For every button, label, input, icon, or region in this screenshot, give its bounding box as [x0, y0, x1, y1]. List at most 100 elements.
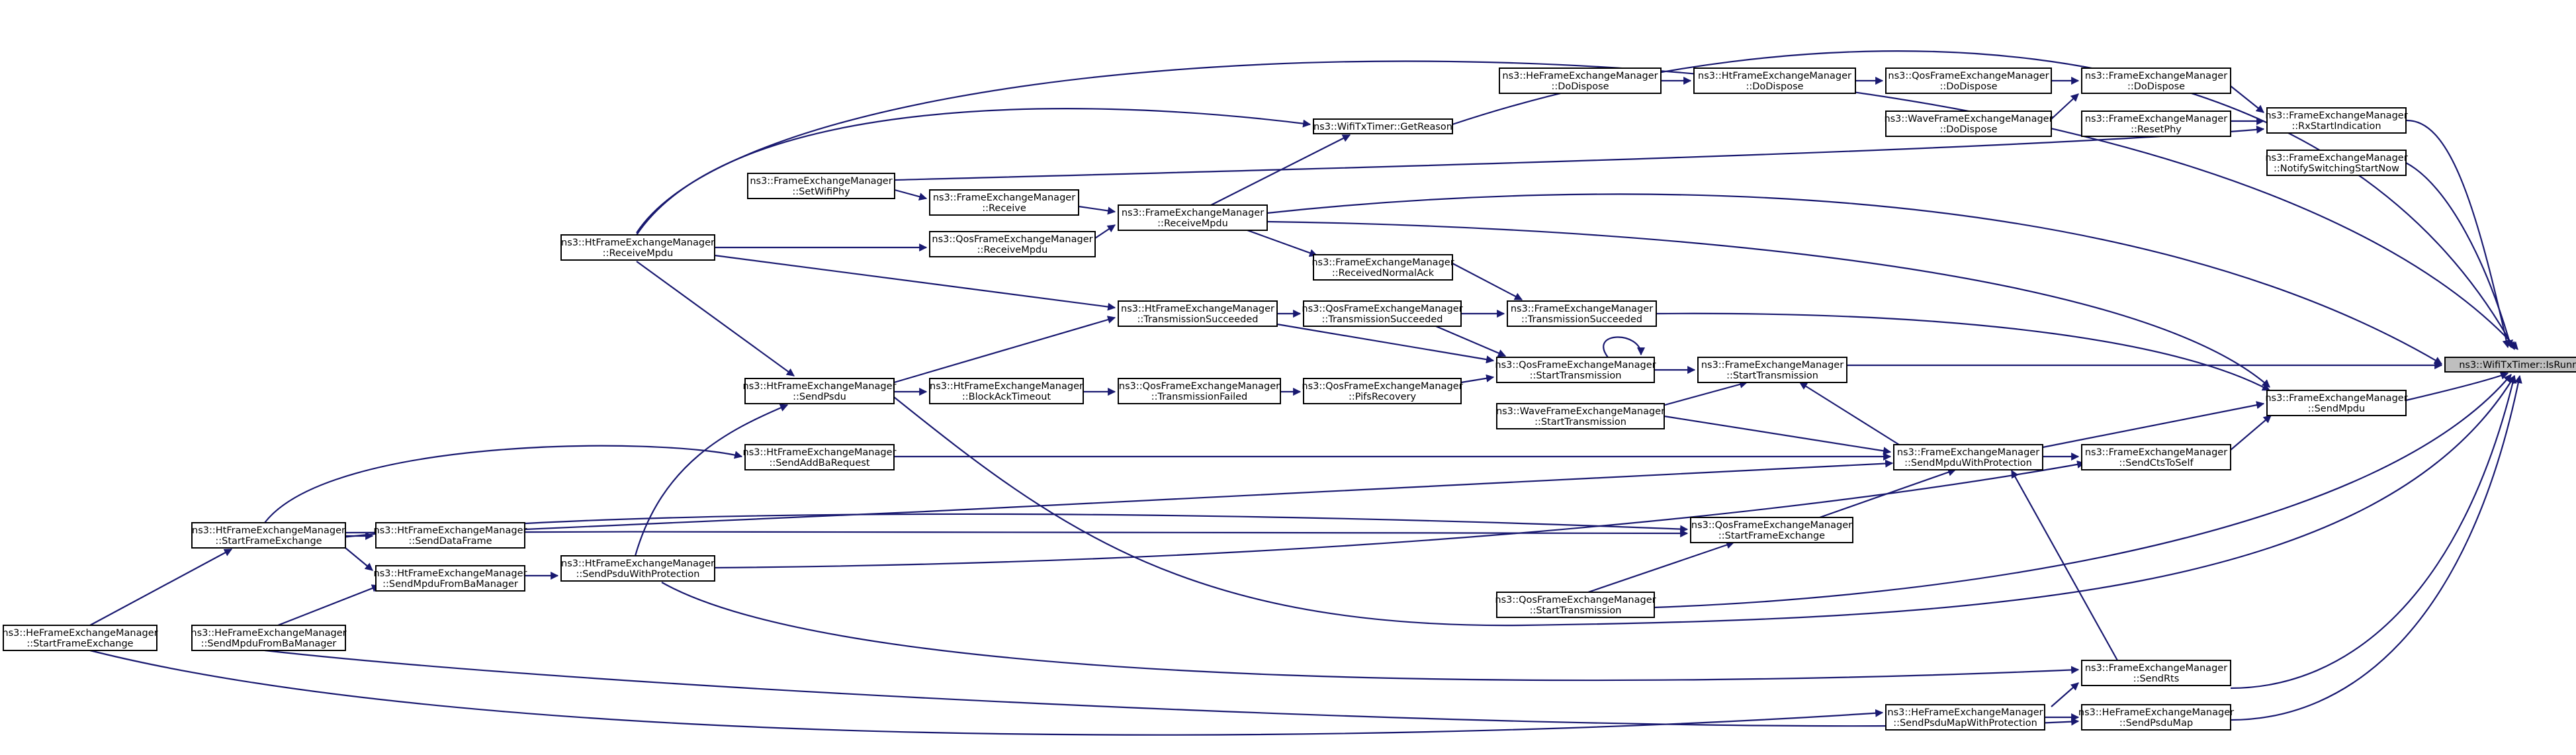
graph-node-qosfem-txsucceeded[interactable]: ns3::QosFrameExchangeManager::Transmissi…: [1302, 300, 1463, 327]
graph-node-fem-dodispose[interactable]: ns3::FrameExchangeManager::DoDispose: [2081, 67, 2231, 94]
node-label: ns3::QosFrameExchangeManager: [1119, 381, 1280, 392]
node-label: ns3::HeFrameExchangeManager: [1502, 71, 1658, 81]
graph-node-fem-sendrts[interactable]: ns3::FrameExchangeManager::SendRts: [2081, 660, 2231, 686]
call-edge: [1435, 325, 1507, 357]
node-box: [191, 522, 346, 549]
graph-node-fem-notifyswitch[interactable]: ns3::FrameExchangeManager::NotifySwitchi…: [2265, 150, 2408, 176]
graph-node-fem-sendctstoself[interactable]: ns3::FrameExchangeManager::SendCtsToSelf: [2081, 444, 2231, 470]
node-label: ns3::WaveFrameExchangeManager: [1884, 114, 2053, 124]
graph-node-hefem-sendpsdumapwithprot[interactable]: ns3::HeFrameExchangeManager::SendPsduMap…: [1885, 704, 2045, 731]
node-label: ns3::FrameExchangeManager: [2265, 111, 2407, 121]
graph-node-htfem-sendmpdufromba[interactable]: ns3::HtFrameExchangeManager::SendMpduFro…: [374, 565, 527, 592]
call-edge: [345, 529, 1689, 538]
call-edge: [636, 108, 1311, 236]
graph-node-hefem-sendpsdumap[interactable]: ns3::HeFrameExchangeManager::SendPsduMap: [2078, 704, 2234, 731]
node-label: ::NotifySwitchingStartNow: [2274, 163, 2399, 174]
call-edge: [1247, 229, 1318, 257]
node-label: ns3::QosFrameExchangeManager: [1495, 360, 1656, 371]
graph-node-htfem-startframeexchange[interactable]: ns3::HtFrameExchangeManager::StartFrameE…: [191, 522, 346, 549]
node-box: [2081, 67, 2231, 94]
call-edge: [634, 404, 789, 556]
node-box: [744, 378, 895, 404]
node-box: [1690, 517, 1853, 543]
graph-node-fem-receivednormalack[interactable]: ns3::FrameExchangeManager::ReceivedNorma…: [1311, 254, 1454, 281]
graph-node-htfem-sendaddba[interactable]: ns3::HtFrameExchangeManager::SendAddBaRe…: [743, 444, 897, 470]
graph-node-qosfem-pifsrecovery[interactable]: ns3::QosFrameExchangeManager::PifsRecove…: [1302, 378, 1463, 404]
node-label: ::ResetPhy: [2131, 124, 2182, 135]
graph-node-htfem-receivempdu[interactable]: ns3::HtFrameExchangeManager::ReceiveMpdu: [560, 234, 715, 261]
node-label: ns3::HtFrameExchangeManager: [930, 381, 1083, 392]
node-label: ::DoDispose: [1939, 81, 1997, 92]
node-box: [1885, 111, 2052, 137]
graph-node-txtimer-getreason[interactable]: ns3::WifiTxTimer::GetReason: [1313, 118, 1453, 134]
call-edge: [1654, 374, 2512, 609]
graph-node-hefem-sendmpdufromba[interactable]: ns3::HeFrameExchangeManager::SendMpduFro…: [191, 625, 347, 651]
graph-node-fem-starttx[interactable]: ns3::FrameExchangeManager::StartTransmis…: [1697, 357, 1847, 383]
graph-node-qosfem-dodispose[interactable]: ns3::QosFrameExchangeManager::DoDispose: [1885, 67, 2052, 94]
graph-node-htfem-sendpsduwithprot[interactable]: ns3::HtFrameExchangeManager::SendPsduWit…: [560, 555, 715, 582]
graph-node-wavefem-starttx[interactable]: ns3::WaveFrameExchangeManager::StartTran…: [1496, 403, 1665, 429]
call-edge: [524, 459, 1894, 531]
graph-node-qosfem-starttx2[interactable]: ns3::QosFrameExchangeManager::StartTrans…: [1495, 592, 1656, 618]
node-box: [1885, 704, 2045, 731]
graph-node-hefem-startframeexchange[interactable]: ns3::HeFrameExchangeManager::StartFrameE…: [2, 625, 158, 651]
call-edge: [1664, 415, 1892, 455]
graph-node-qosfem-startframeexchange[interactable]: ns3::QosFrameExchangeManager::StartFrame…: [1690, 517, 1853, 543]
graph-node-htfem-senddataframe[interactable]: ns3::HtFrameExchangeManager::SendDataFra…: [374, 522, 527, 549]
node-label: ns3::QosFrameExchangeManager: [1888, 71, 2049, 81]
call-edge: [2230, 375, 2517, 689]
node-label: ns3::QosFrameExchangeManager: [1495, 595, 1656, 605]
graph-node-hefem-dodispose[interactable]: ns3::HeFrameExchangeManager::DoDispose: [1499, 67, 1662, 94]
node-box: [375, 565, 525, 592]
node-label: ::StartTransmission: [1534, 417, 1626, 427]
graph-node-qosfem-receivempdu[interactable]: ns3::QosFrameExchangeManager::ReceiveMpd…: [929, 231, 1096, 257]
node-label: ns3::HtFrameExchangeManager: [743, 447, 897, 458]
node-label: ::SendPsduWithProtection: [576, 569, 699, 580]
node-label: ::SendPsduMap: [2119, 718, 2193, 729]
graph-node-fem-setwifiphy[interactable]: ns3::FrameExchangeManager::SetWifiPhy: [747, 173, 895, 199]
node-label: ns3::FrameExchangeManager: [1897, 447, 2039, 458]
call-edge: [893, 316, 1116, 384]
node-label: ns3::FrameExchangeManager: [1511, 304, 1653, 314]
graph-node-fem-rxstart[interactable]: ns3::FrameExchangeManager::RxStartIndica…: [2265, 107, 2408, 134]
call-edge: [2405, 119, 2510, 349]
graph-node-qosfem-txfailed[interactable]: ns3::QosFrameExchangeManager::Transmissi…: [1118, 378, 1281, 404]
call-edge: [1266, 193, 2443, 365]
call-edge: [89, 549, 233, 626]
node-label: ns3::WaveFrameExchangeManager: [1496, 406, 1665, 417]
graph-node-htfem-blockacktimeout[interactable]: ns3::HtFrameExchangeManager::BlockAckTim…: [929, 378, 1084, 404]
graph-node-fem-receive[interactable]: ns3::FrameExchangeManager::Receive: [929, 189, 1079, 216]
node-label: ::TransmissionSucceeded: [1137, 314, 1259, 325]
graph-node-wavefem-dodispose[interactable]: ns3::WaveFrameExchangeManager::DoDispose: [1884, 111, 2053, 137]
graph-node-fem-resetphy[interactable]: ns3::FrameExchangeManager::ResetPhy: [2081, 111, 2231, 137]
node-label: ns3::FrameExchangeManager: [1311, 257, 1454, 268]
node-box: [2266, 390, 2407, 416]
node-label: ns3::HtFrameExchangeManager: [374, 525, 527, 536]
node-label: ns3::HtFrameExchangeManager: [743, 381, 897, 392]
graph-node-htfem-sendpsdu[interactable]: ns3::HtFrameExchangeManager::SendPsdu: [743, 378, 897, 404]
call-edge: [2230, 375, 2522, 721]
node-box: [560, 555, 715, 582]
node-label: ::StartTransmission: [1530, 371, 1622, 381]
node-label: ::SendPsduMapWithProtection: [1893, 718, 2037, 729]
node-box: [191, 625, 346, 651]
graph-node-fem-sendmpduwithprot[interactable]: ns3::FrameExchangeManager::SendMpduWithP…: [1893, 444, 2043, 470]
call-edge: [1799, 382, 1900, 445]
node-label: ::PifsRecovery: [1349, 392, 1417, 402]
node-box: [1118, 204, 1268, 231]
call-edge: [2405, 162, 2513, 349]
graph-node-qosfem-starttx[interactable]: ns3::QosFrameExchangeManager::StartTrans…: [1495, 357, 1656, 383]
graph-node-root[interactable]: ns3::WifiTxTimer::IsRunning: [2444, 357, 2576, 373]
node-label: ::StartTransmission: [1726, 371, 1818, 381]
node-box: [1496, 403, 1665, 429]
graph-node-htfem-txsucceeded[interactable]: ns3::HtFrameExchangeManager::Transmissio…: [1118, 300, 1278, 327]
graph-node-fem-receivempdu[interactable]: ns3::FrameExchangeManager::ReceiveMpdu: [1118, 204, 1268, 231]
node-box: [1303, 378, 1462, 404]
graph-node-fem-sendmpdu[interactable]: ns3::FrameExchangeManager::SendMpdu: [2265, 390, 2408, 416]
call-edge: [2405, 372, 2509, 402]
node-label: ::SendAddBaRequest: [769, 458, 869, 468]
node-label: ns3::HtFrameExchangeManager: [192, 525, 345, 536]
node-label: ns3::FrameExchangeManager: [2265, 393, 2407, 404]
graph-node-fem-txsucceeded[interactable]: ns3::FrameExchangeManager::TransmissionS…: [1507, 300, 1657, 327]
graph-node-htfem-dodispose[interactable]: ns3::HtFrameExchangeManager::DoDispose: [1693, 67, 1856, 94]
